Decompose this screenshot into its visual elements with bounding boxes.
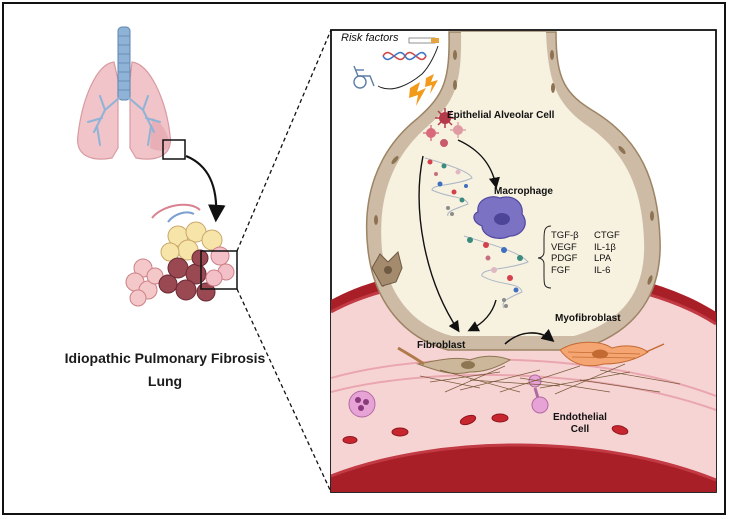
endothelial-line-1: Endothelial bbox=[553, 412, 607, 423]
zoom-arrow bbox=[185, 154, 226, 223]
leukocyte bbox=[348, 390, 376, 418]
risk-factors-label: Risk factors bbox=[341, 32, 399, 44]
arrow-to-fibroblast-left bbox=[418, 155, 460, 333]
arrow-to-myofibroblast bbox=[504, 328, 555, 345]
macrophage-cell bbox=[473, 196, 526, 239]
factor-fgf: FGF bbox=[551, 264, 570, 276]
zoom-box-alveoli bbox=[200, 250, 238, 290]
transmigrating-cell bbox=[531, 396, 549, 414]
zoom-box-lung bbox=[162, 139, 186, 160]
arrow-to-fibroblast-right bbox=[467, 299, 497, 332]
lightning-icons bbox=[409, 74, 438, 106]
extracellular-matrix bbox=[419, 363, 681, 395]
alveolus-lumen bbox=[381, 32, 645, 336]
factor-il6: IL-6 bbox=[594, 264, 611, 276]
title-line-2: Lung bbox=[147, 373, 183, 389]
cigarette-icon bbox=[408, 37, 439, 44]
myofibroblast-label: Myofibroblast bbox=[555, 313, 621, 324]
title-line-1: Idiopathic Pulmonary Fibrosis bbox=[64, 350, 266, 366]
myofibroblast-cell bbox=[548, 341, 665, 367]
wheelchair-icon bbox=[353, 65, 375, 89]
dna-icon bbox=[382, 51, 427, 61]
fibroblast-cell bbox=[397, 346, 512, 375]
cytokine-swirl-lower bbox=[463, 235, 529, 309]
factor-bracket bbox=[537, 225, 552, 289]
factor-vegf: VEGF bbox=[551, 241, 577, 253]
macrophage-label: Macrophage bbox=[494, 186, 553, 197]
fibroblast-label: Fibroblast bbox=[417, 340, 466, 351]
zoom-line-bottom bbox=[236, 288, 332, 493]
factor-lpa: LPA bbox=[594, 253, 612, 264]
epithelial-label: Epithelial Alveolar Cell bbox=[447, 110, 555, 121]
factor-il1b: IL-1β bbox=[594, 241, 616, 253]
endothelial-line-2: Cell bbox=[570, 424, 590, 435]
lung-icon bbox=[77, 26, 171, 160]
factor-pdgf: PDGF bbox=[551, 253, 578, 264]
epithelial-nuclei bbox=[374, 50, 654, 287]
red-blood-cells bbox=[342, 413, 629, 444]
arrow-to-macrophage bbox=[457, 139, 500, 189]
risk-connector bbox=[377, 45, 439, 90]
zoom-line-top bbox=[236, 29, 332, 252]
factor-ctgf: CTGF bbox=[594, 230, 620, 241]
factor-tgf: TGF-β bbox=[551, 230, 579, 241]
cytokine-swirl-upper bbox=[424, 157, 473, 217]
damaged-epithelial-cells bbox=[423, 108, 466, 147]
alveoli-cluster-icon bbox=[125, 203, 235, 307]
